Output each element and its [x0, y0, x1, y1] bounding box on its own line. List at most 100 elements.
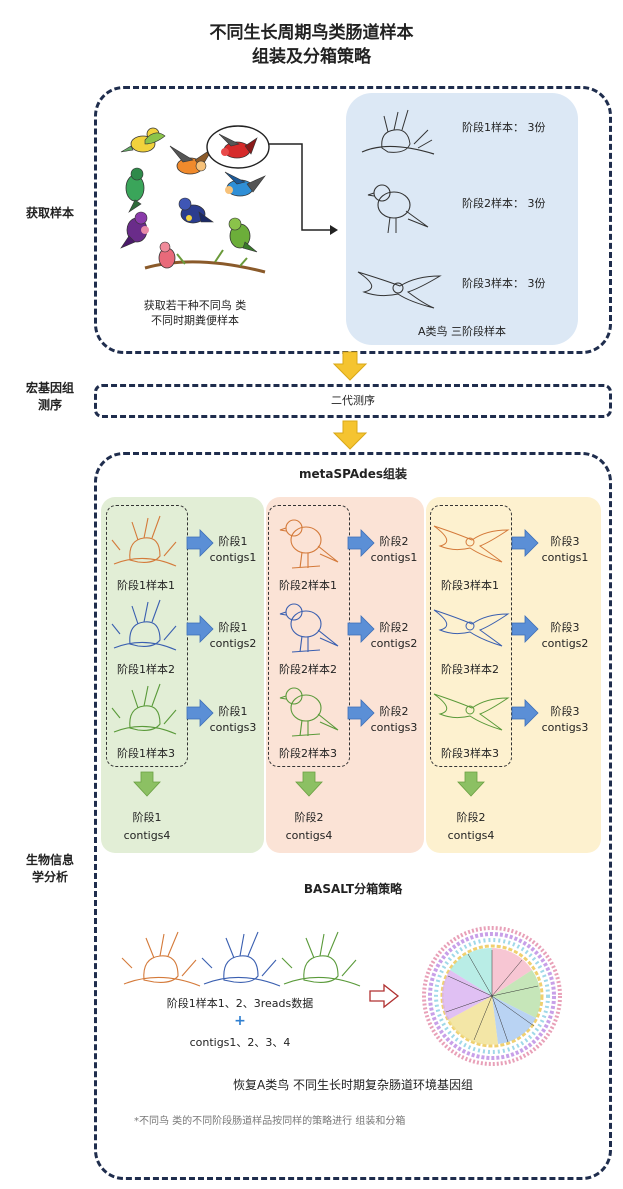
- stage3-samples-group: [430, 505, 512, 767]
- stage1-contigs3-stage: 阶段1: [218, 705, 248, 718]
- stage1-contigs1-stage: 阶段1: [218, 535, 248, 548]
- stage3-contigs4-name: contigs4: [447, 829, 495, 842]
- section-label-sequencing-2: 测序: [37, 398, 62, 412]
- red-bird-highlight: [206, 125, 270, 169]
- stage1-contigs1-name: contigs1: [209, 551, 257, 564]
- stage2-contigs3-name: contigs3: [370, 721, 418, 734]
- section-label-sampling: 获取样本: [25, 206, 74, 220]
- sampling-caption-2: 不同时期粪便样本: [151, 314, 239, 327]
- stage1-sketch-icon: [361, 109, 435, 155]
- flow-arrow-2: [332, 420, 368, 450]
- assemble-arrow-2-3: [347, 699, 375, 727]
- stage2-contigs1-stage: 阶段2: [379, 535, 409, 548]
- page-subtitle: 组装及分箱策略: [252, 47, 371, 67]
- merge-arrow-1: [133, 771, 161, 797]
- stage1-samples-group: [106, 505, 188, 767]
- assemble-arrow-2-2: [347, 615, 375, 643]
- stage1-contigs2-name: contigs2: [209, 637, 257, 650]
- merge-arrow-2: [295, 771, 323, 797]
- stage1-contigs4-stage: 阶段1: [132, 811, 162, 824]
- stage2-contigs2-name: contigs2: [370, 637, 418, 650]
- blue-bird-icon: [224, 171, 266, 197]
- green-parrot-icon: [228, 217, 258, 253]
- stage2-sample-count: 阶段2样本： 3份: [462, 197, 546, 210]
- stage3-sample3-label: 阶段3样本3: [441, 747, 499, 760]
- stage3-sample1-label: 阶段3样本1: [441, 579, 499, 592]
- branch-with-bird-icon: [144, 241, 266, 274]
- genome-tree-icon: [422, 926, 562, 1066]
- sequencing-panel: [94, 384, 612, 418]
- assemble-arrow-1-2: [186, 615, 214, 643]
- reads-sample-sketches: [121, 931, 361, 987]
- binning-result: 恢复A类鸟 不同生长时期复杂肠道环境基因组: [232, 1078, 474, 1092]
- stage2-contigs2-stage: 阶段2: [379, 621, 409, 634]
- stage1-sample2-label: 阶段1样本2: [117, 663, 175, 676]
- assemble-arrow-3-2: [511, 615, 539, 643]
- yellow-bird-icon: [120, 127, 166, 153]
- stage2-samples-group: [268, 505, 350, 767]
- stage3-contigs1-stage: 阶段3: [550, 535, 580, 548]
- selection-arrow: [268, 143, 338, 235]
- reads-data-label: 阶段1样本1、2、3reads数据: [166, 997, 314, 1010]
- stage3-sample3-sketch-icon: [433, 693, 510, 731]
- stage2-sample3-label: 阶段2样本3: [279, 747, 337, 760]
- stage1-sample3-sketch-icon: [111, 683, 177, 735]
- assembly-title: metaSPAdes组装: [299, 467, 407, 481]
- contigs-list-label: contigs1、2、3、4: [189, 1036, 291, 1049]
- stage2-sample3-sketch-icon: [279, 687, 339, 737]
- sample2-sketch-icon: [201, 931, 281, 987]
- sequencing-label: 二代测序: [331, 394, 375, 407]
- flow-arrow-1: [332, 351, 368, 381]
- page-title: 不同生长周期鸟类肠道样本: [209, 23, 414, 43]
- stage1-sample2-sketch-icon: [111, 599, 177, 651]
- assemble-arrow-1-1: [186, 529, 214, 557]
- stage2-contigs4-stage: 阶段2: [294, 811, 324, 824]
- green-bird-icon: [125, 167, 145, 213]
- footnote: *不同鸟 类的不同阶段肠道样品按同样的策略进行 组装和分箱: [134, 1116, 406, 1127]
- navy-bird-icon: [178, 197, 214, 224]
- stage3-contigs2-name: contigs2: [541, 637, 589, 650]
- purple-bird-icon: [120, 211, 149, 249]
- sample1-sketch-icon: [121, 931, 201, 987]
- binning-title: BASALT分箱策略: [303, 882, 403, 896]
- binning-arrow: [369, 983, 400, 1009]
- stage2-column: [266, 497, 424, 853]
- stage1-sample3-label: 阶段1样本3: [117, 747, 175, 760]
- section-label-bio-1: 生物信息: [25, 853, 74, 867]
- stage2-sample2-sketch-icon: [279, 603, 339, 653]
- stage3-contigs1-name: contigs1: [541, 551, 589, 564]
- stage3-contigs3-name: contigs3: [541, 721, 589, 734]
- plus-sign: +: [234, 1013, 246, 1029]
- section-label-bio-2: 学分析: [31, 870, 68, 884]
- section-label-sequencing-1: 宏基因组: [25, 381, 74, 395]
- stage3-contigs3-stage: 阶段3: [550, 705, 580, 718]
- a-bird-caption: A类鸟 三阶段样本: [417, 325, 507, 338]
- bioinformatics-panel: [94, 452, 612, 1180]
- stage1-column: [101, 497, 264, 853]
- stage1-sample-count: 阶段1样本： 3份: [462, 121, 546, 134]
- stage3-column: [426, 497, 601, 853]
- stage2-sample1-label: 阶段2样本1: [279, 579, 337, 592]
- stage3-contigs2-stage: 阶段3: [550, 621, 580, 634]
- stage3-contigs4-stage: 阶段2: [456, 811, 486, 824]
- stage1-sample1-label: 阶段1样本1: [117, 579, 175, 592]
- merge-arrow-3: [457, 771, 485, 797]
- stage2-sketch-icon: [367, 184, 429, 234]
- stage3-sketch-icon: [357, 271, 442, 309]
- assemble-arrow-3-3: [511, 699, 539, 727]
- stage2-sample2-label: 阶段2样本2: [279, 663, 337, 676]
- stage1-contigs4-name: contigs4: [123, 829, 171, 842]
- stage1-sample1-sketch-icon: [111, 515, 177, 567]
- stage2-sample1-sketch-icon: [279, 519, 339, 569]
- stage3-sample2-label: 阶段3样本2: [441, 663, 499, 676]
- stage3-sample1-sketch-icon: [433, 525, 510, 563]
- sample3-sketch-icon: [281, 931, 361, 987]
- stage3-sample2-sketch-icon: [433, 609, 510, 647]
- stage2-contigs3-stage: 阶段2: [379, 705, 409, 718]
- stage1-contigs2-stage: 阶段1: [218, 621, 248, 634]
- stage3-sample-count: 阶段3样本： 3份: [462, 277, 546, 290]
- assemble-arrow-1-3: [186, 699, 214, 727]
- red-bird-icon: [218, 133, 258, 159]
- sampling-caption-1: 获取若干种不同鸟 类: [143, 299, 247, 312]
- stage2-contigs4-name: contigs4: [285, 829, 333, 842]
